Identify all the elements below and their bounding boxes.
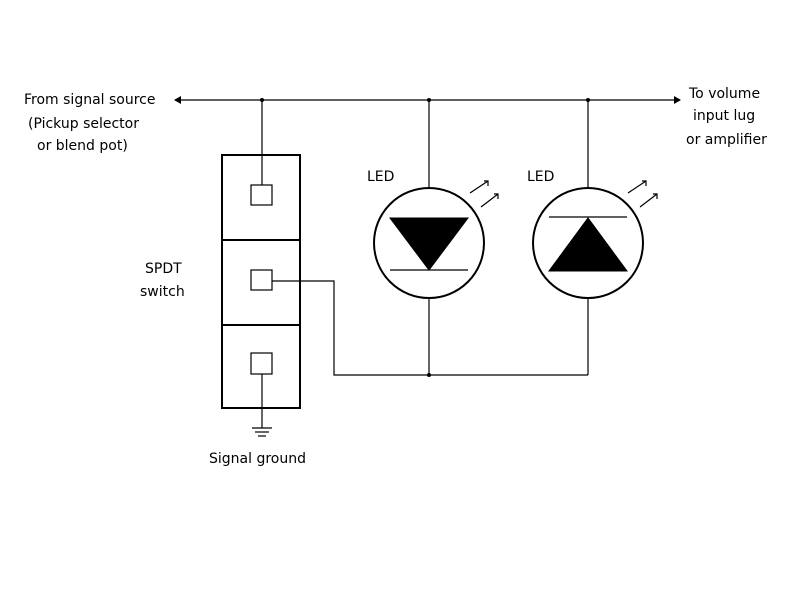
label-led1: LED (367, 169, 394, 185)
label-ground: Signal ground (209, 451, 306, 467)
switch-terminal-middle (250, 269, 273, 291)
wire-switch-to-led-return (272, 280, 588, 376)
ground-icon (252, 427, 272, 437)
label-dest-line1: To volume (688, 86, 760, 102)
led1-icon (373, 180, 499, 299)
switch-terminal-top (250, 184, 273, 206)
label-source-line2: (Pickup selector (28, 116, 139, 132)
led2-icon (532, 180, 658, 299)
spdt-switch (221, 154, 301, 409)
label-led2: LED (527, 169, 554, 185)
label-switch-line2: switch (140, 284, 185, 300)
label-switch-line1: SPDT (145, 261, 182, 277)
label-source-line3: or blend pot) (37, 138, 128, 154)
label-dest-line2: input lug (693, 108, 755, 124)
label-dest-line3: or amplifier (686, 132, 767, 148)
switch-terminal-bottom (250, 352, 273, 375)
label-source-line1: From signal source (24, 92, 156, 108)
